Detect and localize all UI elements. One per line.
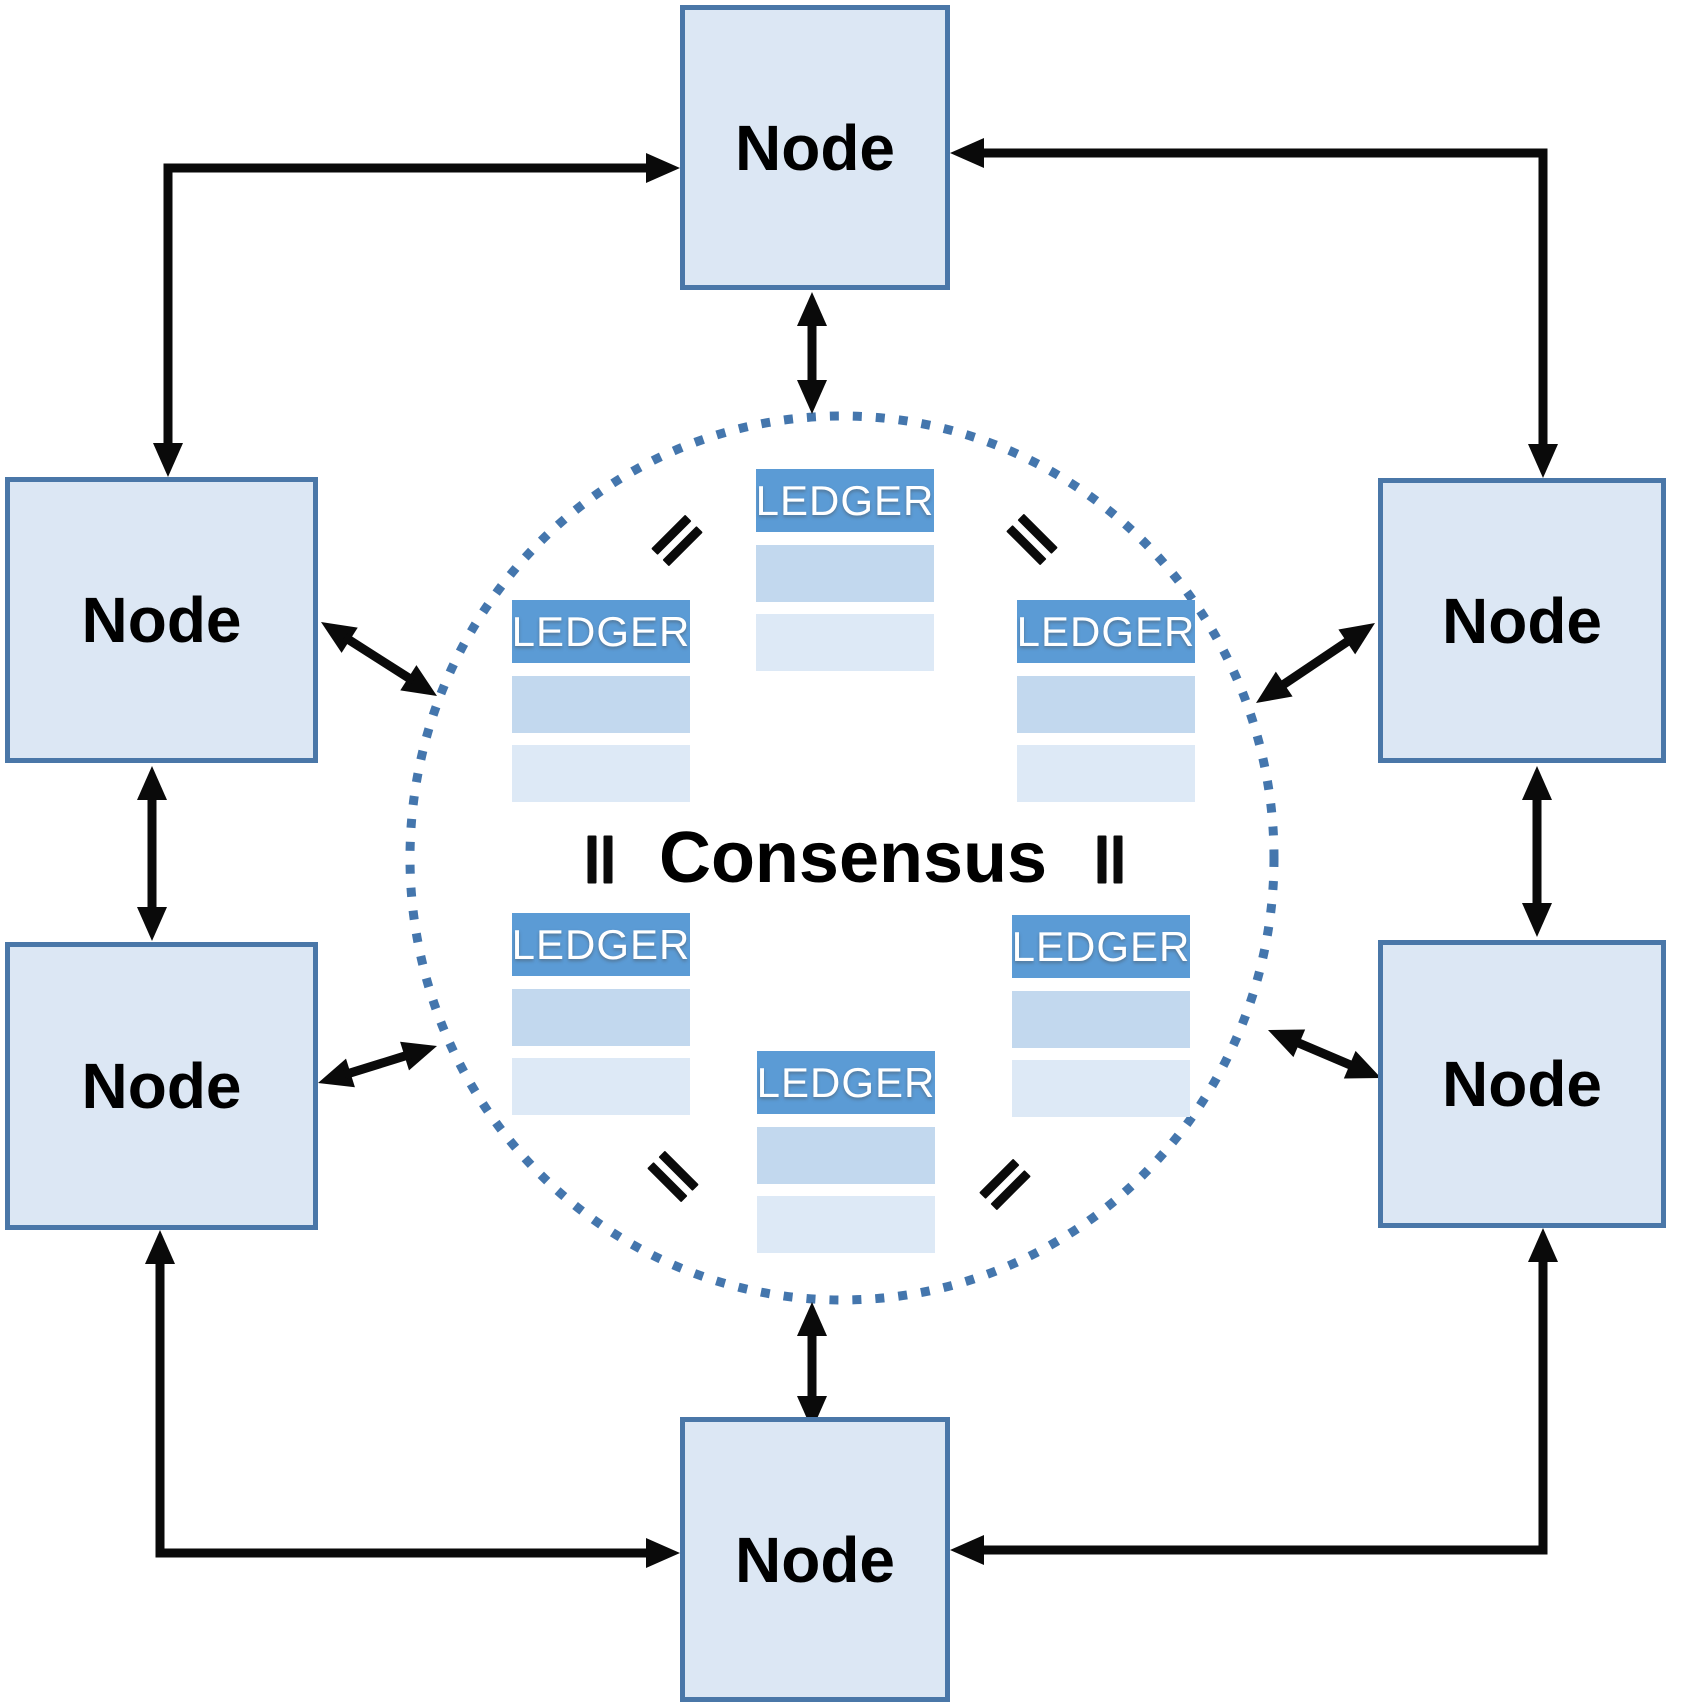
connector-top-left xyxy=(153,153,680,477)
ledger-title: LEDGER xyxy=(755,476,935,524)
ledger-row xyxy=(512,1058,690,1115)
consensus-label: Consensus xyxy=(658,818,1048,898)
arrowhead xyxy=(797,292,827,326)
connector-bottom-left xyxy=(145,1230,680,1568)
ledger-header: LEDGER xyxy=(756,469,934,532)
connector-bottom-right xyxy=(950,1228,1558,1565)
node-box-right-upper: Node xyxy=(1378,478,1666,763)
connector-top-right xyxy=(950,138,1558,478)
arrow-line xyxy=(155,1258,652,1558)
arrow-line xyxy=(1276,634,1355,692)
arrowhead xyxy=(797,1396,827,1430)
arrowhead xyxy=(1522,903,1552,937)
link-left-upper-node-circle xyxy=(321,622,437,696)
arrowhead xyxy=(153,443,183,477)
ledger-header: LEDGER xyxy=(757,1051,935,1114)
node-box-right-lower: Node xyxy=(1378,940,1666,1228)
arrowhead xyxy=(318,1058,355,1088)
equals-bar xyxy=(1113,835,1123,884)
equals-icon xyxy=(1097,835,1123,884)
ledger-mid-right: LEDGER xyxy=(1017,600,1195,802)
ledger-row xyxy=(756,545,934,602)
equals-icon xyxy=(587,835,613,884)
node-box-top: Node xyxy=(680,5,950,290)
arrowhead xyxy=(950,1535,984,1565)
ledger-header: LEDGER xyxy=(1012,915,1190,978)
link-bottom-node-circle xyxy=(797,1302,827,1430)
arrowhead xyxy=(400,1041,437,1071)
arrowhead xyxy=(797,1302,827,1336)
link-right-lower-node-circle xyxy=(1268,1029,1381,1079)
node-box-left-upper: Node xyxy=(5,477,318,763)
node-box-left-lower: Node xyxy=(5,942,318,1230)
arrow-line xyxy=(978,148,1548,450)
arrowhead xyxy=(321,622,358,653)
link-right-nodes xyxy=(1522,766,1552,937)
ledger-header: LEDGER xyxy=(512,913,690,976)
node-label: Node xyxy=(735,111,895,184)
link-top-node-circle xyxy=(797,292,827,414)
arrowhead xyxy=(145,1230,175,1264)
ledger-title: LEDGER xyxy=(756,1058,936,1106)
arrowhead xyxy=(1522,766,1552,800)
node-label: Node xyxy=(1442,584,1602,657)
ledger-row xyxy=(512,745,690,802)
ledger-row xyxy=(1017,676,1195,733)
ledger-row xyxy=(757,1127,935,1184)
ledger-header: LEDGER xyxy=(1017,600,1195,663)
arrowhead xyxy=(1268,1029,1306,1058)
ledger-title: LEDGER xyxy=(1011,922,1191,970)
equals-bar xyxy=(603,835,613,884)
arrowhead xyxy=(137,907,167,941)
equals-bar xyxy=(1097,835,1107,884)
arrowhead xyxy=(646,153,680,183)
ledger-header: LEDGER xyxy=(512,600,690,663)
arrow-line xyxy=(1292,1036,1357,1072)
arrowhead xyxy=(950,138,984,168)
link-right-upper-node-circle xyxy=(1256,623,1375,703)
arrowhead xyxy=(646,1538,680,1568)
equals-bar xyxy=(587,835,597,884)
ledger-title: LEDGER xyxy=(511,607,691,655)
node-box-bottom: Node xyxy=(680,1417,950,1702)
node-label: Node xyxy=(735,1523,895,1596)
arrowhead xyxy=(400,665,437,696)
ledger-row xyxy=(512,676,690,733)
ledger-top: LEDGER xyxy=(756,469,934,671)
ledger-title: LEDGER xyxy=(511,920,691,968)
node-label: Node xyxy=(1442,1048,1602,1120)
ledger-row xyxy=(512,989,690,1046)
link-left-nodes xyxy=(137,766,167,941)
arrowhead xyxy=(1256,671,1293,703)
consensus-boundary-circle xyxy=(405,411,1279,1305)
arrowhead xyxy=(1528,1228,1558,1262)
arrow-line xyxy=(342,633,416,685)
arrowhead xyxy=(797,380,827,414)
arrowhead xyxy=(1338,623,1375,655)
arrow-line xyxy=(343,1050,412,1079)
arrow-line xyxy=(978,1256,1548,1555)
ledger-bottom-left: LEDGER xyxy=(512,913,690,1115)
ledger-row xyxy=(1012,991,1190,1048)
ledger-mid-left: LEDGER xyxy=(512,600,690,802)
ledger-row xyxy=(756,614,934,671)
arrowhead xyxy=(137,766,167,800)
ledger-bottom-center: LEDGER xyxy=(757,1051,935,1253)
arrow-line xyxy=(163,163,652,449)
link-left-lower-node-circle xyxy=(318,1041,437,1088)
arrowhead xyxy=(1528,444,1558,478)
node-label: Node xyxy=(81,584,242,656)
ledger-bottom-right: LEDGER xyxy=(1012,915,1190,1117)
node-label: Node xyxy=(81,1050,242,1122)
ledger-row xyxy=(757,1196,935,1253)
arrowhead xyxy=(1343,1050,1381,1079)
ledger-row xyxy=(1012,1060,1190,1117)
ledger-row xyxy=(1017,745,1195,802)
ledger-title: LEDGER xyxy=(1016,607,1196,655)
